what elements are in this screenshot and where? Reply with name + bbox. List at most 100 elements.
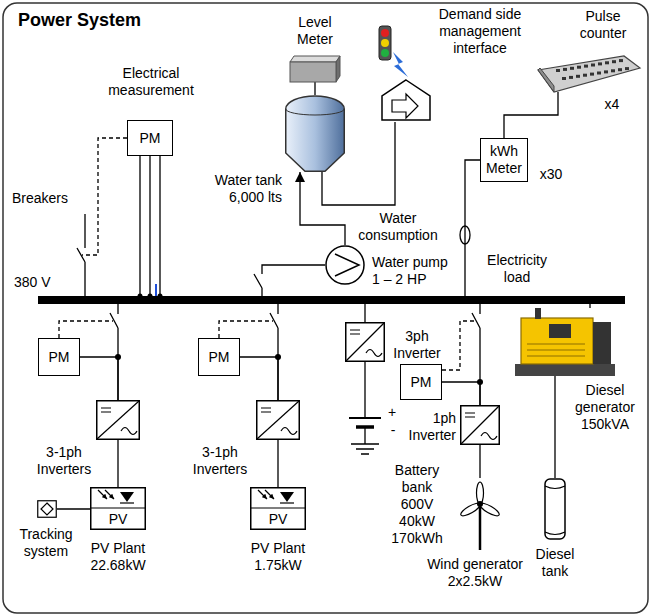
level-meter-drawing: [290, 56, 340, 82]
inverter-drawing: [460, 405, 500, 445]
drawing-circle: [326, 246, 364, 284]
pulse-counter: Pulse counter: [538, 56, 640, 92]
drawing-line: [257, 401, 299, 439]
drawing-rect: [461, 406, 500, 445]
drawing-polygon: [538, 56, 640, 92]
drawing-rect: [591, 64, 595, 67]
drawing-line: [120, 502, 134, 503]
outer-frame: [3, 3, 648, 613]
node-caption: 1ph Inverter: [396, 410, 456, 444]
connector-wire: [314, 82, 315, 95]
water-tank-drawing: [285, 95, 345, 172]
drawing-circle: [158, 294, 163, 299]
drawing-path: [589, 304, 590, 308]
drawing-line: [250, 507, 306, 508]
battery-bank: Battery bank 600V 40kW 170kWh: [345, 398, 385, 460]
annotation-label: Electricity load: [472, 252, 562, 286]
annotation-label: x30: [534, 166, 568, 183]
drawing-path: [465, 413, 475, 417]
drawing-rect: [590, 73, 594, 76]
drawing-rect: [38, 501, 57, 518]
drawing-polygon: [41, 503, 53, 515]
drawing-ellipse: [460, 226, 470, 244]
drawing-rect: [379, 26, 391, 60]
lightning-bolt: [393, 52, 408, 77]
drawing-line: [265, 490, 274, 499]
drawing-line: [461, 406, 499, 444]
connector-wire: [554, 376, 555, 478]
node-caption: Diesel tank: [525, 546, 585, 580]
drawing-path: [82, 138, 127, 255]
drawing-path: [545, 486, 565, 535]
drawing-circle: [381, 39, 389, 47]
drawing-line: [349, 417, 381, 419]
drawing-rect: [545, 479, 565, 539]
drawing-rect: [611, 69, 615, 72]
drawing-polygon: [290, 56, 340, 62]
drawing-path: [364, 304, 365, 322]
drawing-line: [346, 323, 384, 361]
drawing-rect: [576, 75, 580, 78]
drawing-path: [155, 284, 157, 296]
drawing-line: [280, 502, 294, 503]
pulse-counter-drawing: [538, 56, 640, 92]
node-caption: Diesel generator 150kVA: [566, 382, 644, 433]
inverter-drawing: [256, 400, 300, 440]
pv-plant: PVPV Plant 1.75kW: [250, 487, 306, 530]
drawing-rect: [569, 76, 573, 79]
connector-wire: [504, 92, 558, 138]
drawing-rect: [290, 62, 336, 82]
drawing-path: [77, 214, 85, 296]
ac-bus-bar: [38, 296, 625, 304]
annotation-label: Water consumption: [350, 210, 446, 244]
connector-wire: [240, 357, 278, 400]
drawing-rect: [97, 401, 140, 440]
drawing-rect: [597, 72, 601, 75]
tracking-drawing: [37, 500, 57, 518]
annotation-label: 380 V: [14, 274, 64, 291]
drawing-path: [527, 344, 585, 356]
generator-drawing: [515, 308, 615, 376]
box-label: PM: [39, 349, 79, 366]
annotation-label: Breakers: [12, 190, 82, 207]
drawing-polygon: [382, 80, 430, 120]
node-caption: Demand side management interface: [428, 6, 532, 57]
drawing-polygon: [280, 492, 294, 502]
water-pump: Water pump 1 – 2 HP: [325, 245, 365, 285]
drawing-path: [110, 304, 118, 400]
drawing-path: [281, 428, 297, 435]
demand-side-house: Demand side management interface: [380, 78, 432, 122]
box-label: PM: [199, 349, 239, 366]
drawing-path: [261, 408, 271, 412]
drawing-rect: [605, 61, 609, 64]
node-caption: Water pump 1 – 2 HP: [372, 254, 458, 288]
node-caption: Water tank 6,000 lts: [196, 172, 282, 206]
drawing-line: [356, 425, 374, 429]
drawing-path: [101, 408, 111, 412]
node-caption: Electrical measurement: [96, 65, 206, 99]
drawing-ellipse: [477, 482, 484, 504]
annotation-label: +: [386, 404, 398, 421]
traffic-light: [379, 26, 391, 60]
node-caption: Wind generator 2x2.5kW: [420, 556, 530, 590]
drawing-path: [219, 321, 273, 338]
battery-drawing: [345, 398, 385, 460]
connector-wire: [277, 440, 278, 487]
inverter: 3ph Inverter: [345, 322, 385, 362]
drawing-rect: [515, 364, 615, 376]
drawing-rect: [556, 69, 560, 72]
water-tank: Water tank 6,000 lts: [285, 95, 345, 172]
drawing-path: [270, 304, 278, 400]
pump-drawing: [325, 245, 365, 285]
drawing-path: [350, 330, 360, 334]
drawing-circle: [381, 29, 389, 37]
connectors: [57, 82, 558, 509]
annotation-label: x4: [598, 96, 626, 113]
drawing-line: [105, 490, 114, 499]
node-caption: 3-1ph Inverters: [28, 444, 100, 478]
drawing-path: [351, 398, 379, 454]
box-label: PM: [401, 374, 441, 391]
drawing-rect: [251, 488, 306, 530]
inverter: 1ph Inverter: [460, 405, 500, 445]
